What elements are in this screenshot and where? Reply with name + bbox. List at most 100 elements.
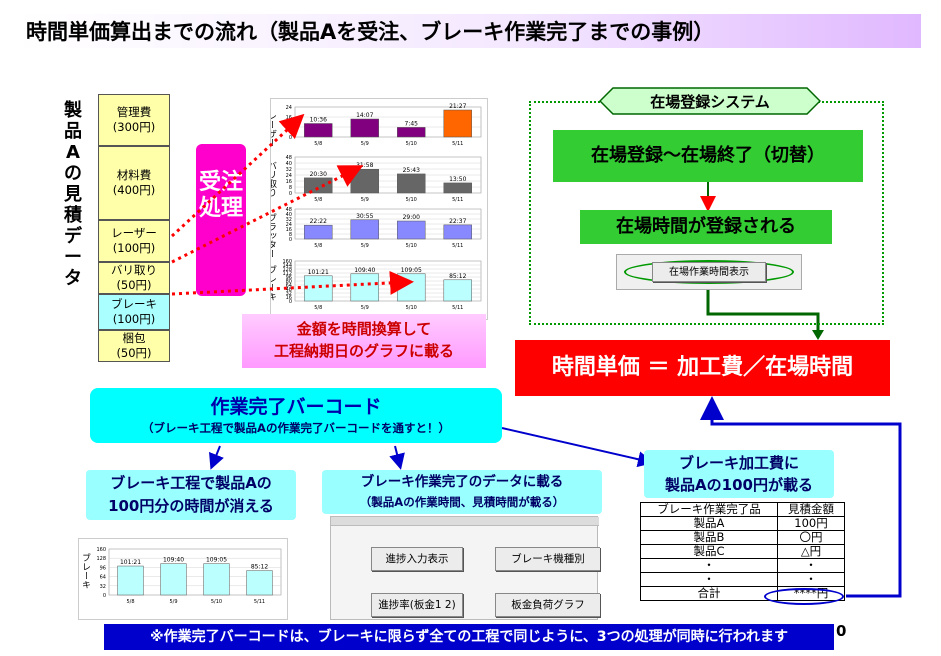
arrow-head-system bbox=[812, 330, 824, 340]
bar-value: 85:12 bbox=[251, 564, 268, 571]
bar-value: 85:12 bbox=[449, 273, 466, 280]
date-label: 5/9 bbox=[361, 197, 369, 203]
chart-label: バリ取り bbox=[271, 161, 277, 197]
estimate-row: レーザー(100円) bbox=[98, 220, 170, 262]
tick-label: 128 bbox=[96, 556, 106, 562]
tick-label: 24 bbox=[286, 222, 292, 228]
tick-label: 16 bbox=[286, 227, 292, 233]
system-title: 在場登録システム bbox=[650, 93, 770, 111]
date-label: 5/11 bbox=[452, 305, 463, 311]
tick-label: 24 bbox=[286, 173, 292, 179]
bar bbox=[246, 570, 273, 596]
date-label: 5/9 bbox=[169, 599, 177, 605]
brake-model-button[interactable]: ブレーキ機種別 bbox=[495, 547, 600, 571]
barcode-title: 作業完了バーコード bbox=[210, 396, 382, 418]
tick-label: 24 bbox=[286, 105, 292, 111]
table-header: 見積金額 bbox=[777, 502, 845, 517]
system-title-shape bbox=[599, 87, 821, 115]
tick-label: 48 bbox=[286, 287, 292, 293]
estimate-row-amount: (50円) bbox=[116, 278, 152, 292]
arrow-total-to-formula bbox=[700, 396, 902, 598]
tick-label: 48 bbox=[286, 155, 292, 161]
estimate-row-name: ブレーキ bbox=[111, 297, 157, 311]
table-cell: 製品C bbox=[640, 544, 778, 559]
convert-note-box bbox=[242, 314, 486, 368]
tick-label: 64 bbox=[100, 575, 106, 581]
page-title: 時間単価算出までの流れ（製品Aを受注、ブレーキ作業完了までの事例） bbox=[26, 20, 715, 44]
table-cell: 製品A bbox=[640, 516, 778, 531]
tick-label: 40 bbox=[286, 212, 292, 218]
result2-line1: ブレーキ作業完了のデータに載る bbox=[360, 474, 564, 490]
tick-label: 0 bbox=[289, 191, 292, 197]
bar-value: 14:07 bbox=[356, 112, 373, 119]
table-cell: 合計 bbox=[640, 586, 778, 601]
estimate-row: 管理費(300円) bbox=[98, 94, 170, 146]
estimate-row-amount: (50円) bbox=[116, 346, 152, 360]
bar-value: 22:22 bbox=[310, 218, 327, 225]
estimate-row: 梱包(50円) bbox=[98, 330, 170, 362]
bar-value: 109:40 bbox=[354, 267, 375, 274]
tick-label: 8 bbox=[289, 232, 292, 238]
table-cell: ・ bbox=[640, 558, 778, 573]
date-label: 5/8 bbox=[314, 197, 322, 203]
bar bbox=[350, 219, 379, 240]
bar bbox=[117, 565, 144, 596]
date-label: 5/8 bbox=[314, 305, 322, 311]
bar bbox=[350, 273, 379, 302]
date-label: 5/8 bbox=[314, 243, 322, 249]
estimate-row-amount: (100円) bbox=[112, 241, 156, 255]
chart-label: レーザー bbox=[271, 111, 277, 147]
arrow-to-result2 bbox=[389, 445, 405, 470]
estimate-label: 製品Aの見積データ bbox=[64, 100, 82, 289]
estimate-row-amount: (100円) bbox=[112, 312, 156, 326]
bar-value: 30:55 bbox=[356, 213, 373, 220]
tick-label: 64 bbox=[286, 283, 292, 289]
estimate-row-name: レーザー bbox=[111, 226, 157, 240]
chart-label: ブレーキ bbox=[271, 264, 276, 301]
bar-value: 109:05 bbox=[206, 557, 227, 564]
table-cell: ・ bbox=[777, 572, 845, 587]
result-cost-added: ブレーキ加工費に 製品Aの100円が載る bbox=[644, 450, 834, 498]
table-row: ・・ bbox=[640, 558, 845, 573]
tick-label: 160 bbox=[282, 259, 292, 265]
presence-time-button[interactable]: 在場作業時間表示 bbox=[652, 262, 766, 282]
tick-label: 32 bbox=[286, 217, 292, 223]
bar-value: 13:50 bbox=[449, 176, 466, 183]
result-time-removed: ブレーキ工程で製品Aの 100円分の時間が消える bbox=[86, 470, 296, 520]
hourly-rate-formula: 時間単価 ＝ 加工費／在場時間 bbox=[515, 340, 890, 396]
tick-label: 32 bbox=[286, 291, 292, 297]
bar bbox=[203, 563, 230, 596]
date-label: 5/11 bbox=[254, 599, 265, 605]
table-header: ブレーキ作業完了品 bbox=[640, 502, 778, 517]
date-label: 5/11 bbox=[452, 197, 463, 203]
arrow-to-result1 bbox=[209, 445, 224, 470]
table-cell: 100円 bbox=[777, 516, 845, 531]
bar bbox=[350, 118, 379, 138]
progress-rate-button[interactable]: 進捗率(板金1 2) bbox=[371, 593, 463, 617]
tick-label: 144 bbox=[282, 263, 292, 269]
system-step1: 在場登録～在場終了（切替） bbox=[553, 130, 863, 182]
estimate-row-amount: (300円) bbox=[112, 120, 156, 134]
table-cell: 製品B bbox=[640, 530, 778, 545]
estimate-row: ブレーキ(100円) bbox=[98, 294, 170, 330]
bar-value: 21:27 bbox=[449, 103, 466, 110]
date-label: 5/10 bbox=[406, 197, 417, 203]
bar bbox=[304, 177, 333, 194]
arrow-burr bbox=[171, 165, 364, 264]
sheetmetal-load-button[interactable]: 板金負荷グラフ bbox=[495, 593, 600, 617]
tick-label: 0 bbox=[289, 237, 292, 243]
bar-value: 10:36 bbox=[310, 117, 327, 124]
bar bbox=[160, 563, 187, 596]
date-label: 5/9 bbox=[361, 141, 369, 147]
result1-line1: ブレーキ工程で製品Aの bbox=[110, 474, 272, 492]
order-process-label: 受注処理 bbox=[198, 170, 243, 221]
bar bbox=[397, 127, 426, 138]
title-bar bbox=[16, 14, 921, 48]
bar-value: 31:58 bbox=[356, 162, 373, 169]
progress-input-button[interactable]: 進捗入力表示 bbox=[371, 547, 463, 571]
tick-label: 128 bbox=[282, 267, 292, 273]
